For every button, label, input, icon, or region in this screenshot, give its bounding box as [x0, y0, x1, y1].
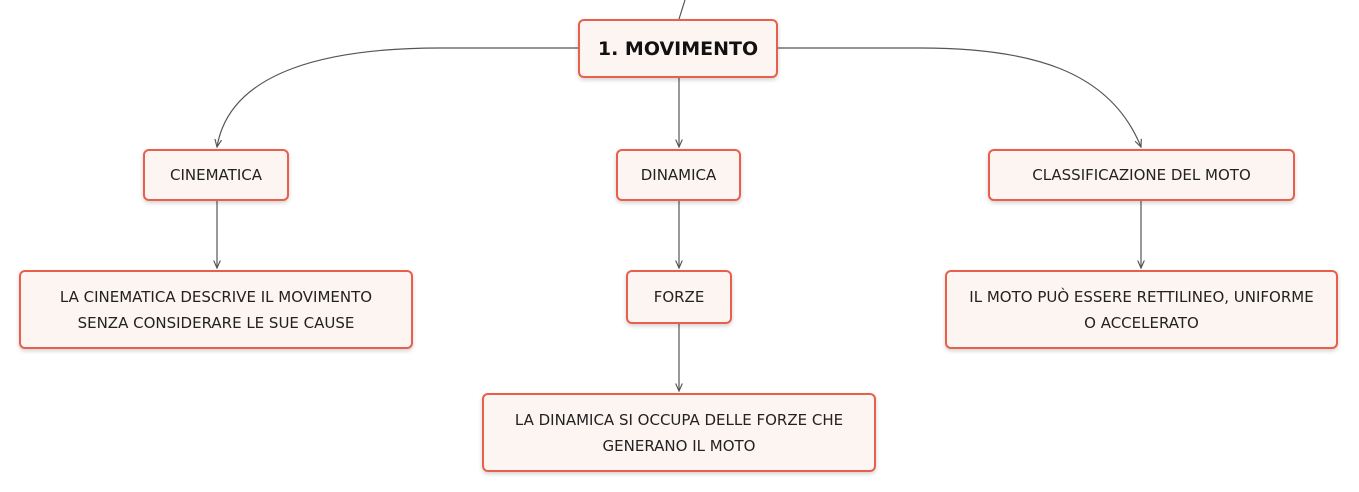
- connector-root-to-cinematica: [217, 47, 578, 147]
- topic-node-cinematica[interactable]: CINEMATICA: [143, 149, 289, 201]
- topic-node-classificazione-del-moto[interactable]: CLASSIFICAZIONE DEL MOTO: [988, 149, 1295, 201]
- topic-node-dinamica[interactable]: DINAMICA: [616, 149, 741, 201]
- subtopic-node-dinamica-detail[interactable]: LA DINAMICA SI OCCUPA DELLE FORZE CHE GE…: [482, 393, 876, 472]
- subtopic-node-forze[interactable]: FORZE: [626, 270, 732, 324]
- subtopic-node-cinematica-detail[interactable]: LA CINEMATICA DESCRIVE IL MOVIMENTO SENZ…: [19, 270, 413, 349]
- subtopic-node-classificazione-detail[interactable]: IL MOTO PUÒ ESSERE RETTILINEO, UNIFORME …: [945, 270, 1338, 349]
- connector-parent-to-root: [678, 0, 686, 20]
- root-topic-node[interactable]: 1. MOVIMENTO: [578, 19, 778, 78]
- connector-root-to-classificazione: [778, 47, 1141, 147]
